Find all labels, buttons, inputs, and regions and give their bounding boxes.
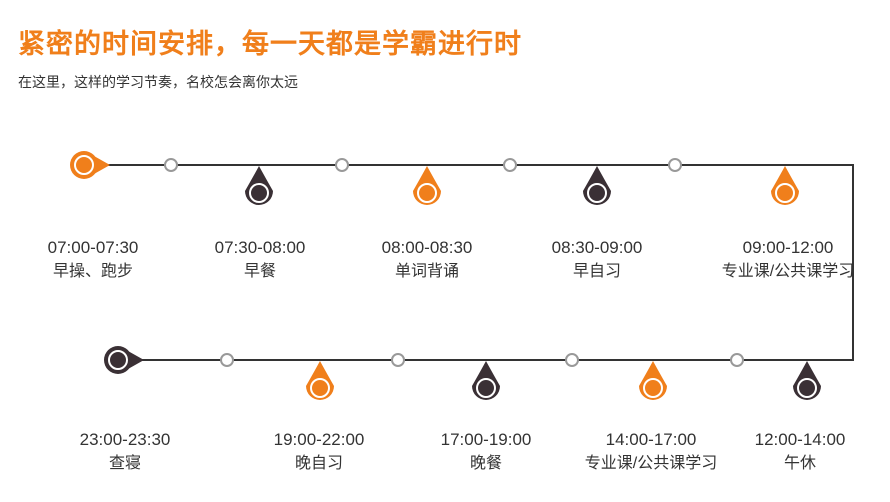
connector-dot	[565, 353, 579, 367]
schedule-item: 08:30-09:00 早自习	[507, 236, 687, 284]
drop-shape	[639, 361, 667, 400]
drop-shape	[583, 166, 611, 205]
timeline-markers	[70, 151, 821, 400]
connector-dot	[220, 353, 234, 367]
drop-marker	[472, 361, 500, 400]
drop-marker	[639, 361, 667, 400]
connector-dot	[668, 158, 682, 172]
endpoint-arrow	[128, 351, 144, 369]
schedule-time: 09:00-12:00	[742, 238, 834, 257]
schedule-activity: 专业课/公共课学习	[721, 263, 855, 280]
schedule-time: 12:00-14:00	[754, 430, 846, 449]
drop-ring	[249, 183, 269, 203]
endpoint-ring	[74, 155, 94, 175]
timeline-track-line	[85, 164, 854, 361]
schedule-activity: 晚餐	[469, 455, 502, 472]
drop-ring	[310, 378, 330, 398]
page-subtitle: 在这里，这样的学习节奏，名校怎会离你太远	[18, 75, 298, 91]
drop-marker	[793, 361, 821, 400]
schedule-activity: 早操、跑步	[52, 263, 133, 280]
schedule-activity: 专业课/公共课学习	[584, 455, 718, 472]
schedule-item: 09:00-12:00 专业课/公共课学习	[698, 236, 878, 284]
schedule-item: 17:00-19:00 晚餐	[396, 428, 576, 476]
connector-dot	[503, 158, 517, 172]
schedule-time: 17:00-19:00	[440, 430, 532, 449]
schedule-time: 07:30-08:00	[214, 238, 306, 257]
drop-shape	[771, 166, 799, 205]
page-title: 紧密的时间安排，每一天都是学霸进行时	[18, 29, 522, 60]
endpoint-marker	[70, 151, 110, 179]
schedule-item: 07:30-08:00 早餐	[170, 236, 350, 284]
schedule-activity: 午休	[783, 455, 816, 472]
drop-marker	[413, 166, 441, 205]
drop-shape	[245, 166, 273, 205]
drop-marker	[245, 166, 273, 205]
connector-dot	[335, 158, 349, 172]
schedule-time: 07:00-07:30	[47, 238, 139, 257]
schedule-item: 19:00-22:00 晚自习	[229, 428, 409, 476]
schedule-activity: 单词背诵	[394, 263, 459, 280]
drop-marker	[306, 361, 334, 400]
schedule-time: 08:00-08:30	[381, 238, 473, 257]
schedule-item: 14:00-17:00 专业课/公共课学习	[561, 428, 741, 476]
schedule-item: 23:00-23:30 查寝	[35, 428, 215, 476]
drop-ring	[587, 183, 607, 203]
schedule-activity: 查寝	[108, 455, 141, 472]
connector-dot	[730, 353, 744, 367]
endpoint-arrow	[94, 156, 110, 174]
connector-dot	[164, 158, 178, 172]
timeline-connectors	[164, 158, 744, 367]
schedule-time: 08:30-09:00	[551, 238, 643, 257]
endpoint-marker	[104, 346, 144, 374]
schedule-activity: 早自习	[572, 263, 621, 280]
endpoint-ring	[108, 350, 128, 370]
drop-shape	[306, 361, 334, 400]
schedule-time: 23:00-23:30	[79, 430, 171, 449]
drop-ring	[797, 378, 817, 398]
drop-marker	[771, 166, 799, 205]
drop-ring	[643, 378, 663, 398]
drop-shape	[793, 361, 821, 400]
schedule-item: 08:00-08:30 单词背诵	[337, 236, 517, 284]
connector-dot	[391, 353, 405, 367]
schedule-activity: 早餐	[243, 263, 276, 280]
drop-shape	[472, 361, 500, 400]
schedule-time: 19:00-22:00	[273, 430, 365, 449]
schedule-item: 12:00-14:00 午休	[710, 428, 890, 476]
schedule-time: 14:00-17:00	[605, 430, 697, 449]
drop-shape	[413, 166, 441, 205]
schedule-item: 07:00-07:30 早操、跑步	[3, 236, 183, 284]
drop-ring	[476, 378, 496, 398]
schedule-activity: 晚自习	[294, 455, 343, 472]
drop-marker	[583, 166, 611, 205]
drop-ring	[775, 183, 795, 203]
drop-ring	[417, 183, 437, 203]
timeline-track	[85, 164, 854, 361]
